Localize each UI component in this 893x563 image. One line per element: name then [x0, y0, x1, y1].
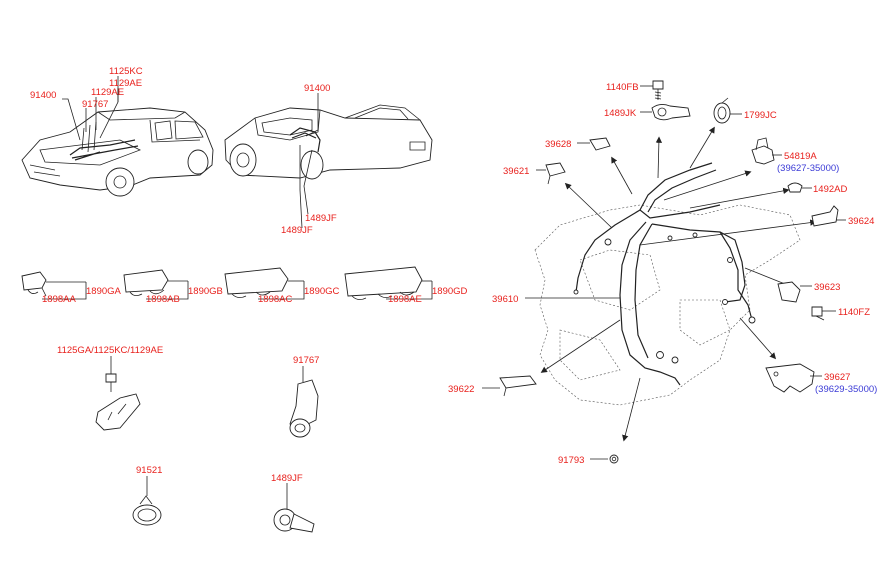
label-1890GD: 1890GD — [432, 286, 468, 297]
label-1890GA: 1890GA — [86, 286, 122, 297]
label-91521: 91521 — [136, 465, 162, 476]
label-1489JF-rear-b: 1489JF — [281, 225, 313, 236]
label-39624: 39624 — [848, 216, 874, 227]
part-91767-clip — [289, 379, 319, 438]
label-39623: 39623 — [814, 282, 840, 293]
part-39624-bracket — [811, 205, 839, 227]
part-91521-clamp — [132, 495, 162, 526]
part-1140FB-bolt — [652, 80, 664, 100]
connector-1890GC — [224, 267, 289, 298]
label-39628: 39628 — [545, 139, 571, 150]
label-1129AE-mid: 1129AE — [91, 87, 124, 98]
connector-1890GB — [123, 269, 169, 296]
part-54819A-bracket — [751, 137, 775, 165]
callout-labels: 91400 1125KC 1129AE 1129AE 91767 91400 1… — [30, 66, 877, 484]
label-1492AD: 1492AD — [813, 184, 847, 195]
label-39627: 39627 — [824, 372, 850, 383]
label-39621: 39621 — [503, 166, 529, 177]
part-1140FZ-bolt — [811, 306, 825, 321]
label-39629-35000: (39629-35000) — [815, 384, 877, 395]
label-91767-loose: 91767 — [293, 355, 319, 366]
connector-1890GA — [21, 271, 47, 297]
part-1799JC-clip — [713, 97, 731, 124]
label-1898AA: 1898AA — [42, 294, 76, 305]
label-1898AC: 1898AC — [258, 294, 292, 305]
part-39623-bracket — [777, 281, 801, 303]
label-1898AE: 1898AE — [388, 294, 422, 305]
label-1890GC: 1890GC — [304, 286, 340, 297]
label-39622: 39622 — [448, 384, 474, 395]
label-1489JK: 1489JK — [604, 108, 637, 119]
label-91767-front: 91767 — [82, 99, 108, 110]
car-front-view — [21, 107, 214, 197]
part-1492AD-clip — [787, 182, 803, 193]
part-1489JK-clamp — [651, 103, 691, 121]
part-39622-bracket — [499, 375, 537, 397]
part-39627-bracket — [765, 363, 815, 393]
wiring-harness — [573, 162, 756, 386]
label-39627-35000: (39627-35000) — [777, 163, 839, 174]
label-91400-rear: 91400 — [304, 83, 330, 94]
label-54819A: 54819A — [784, 151, 817, 162]
part-39628-bracket — [589, 137, 611, 151]
part-39621-bracket — [545, 162, 566, 185]
label-1125GA-group: 1125GA/1125KC/1129AE — [57, 345, 163, 356]
label-1489JF-rear-a: 1489JF — [305, 213, 337, 224]
explode-arrows — [540, 126, 817, 442]
label-1140FZ: 1140FZ — [838, 307, 870, 318]
part-91793-grommet — [609, 454, 619, 464]
label-91793: 91793 — [558, 455, 584, 466]
label-1489JF-loose: 1489JF — [271, 473, 303, 484]
leader-lines — [42, 76, 846, 509]
part-bracket-with-bolt — [95, 373, 141, 431]
label-1129AE-top: 1129AE — [109, 78, 142, 89]
label-1890GB: 1890GB — [188, 286, 223, 297]
transaxle-outline — [534, 204, 801, 406]
part-1489JF-clamp — [273, 508, 315, 533]
label-1140FB: 1140FB — [606, 82, 639, 93]
connector-1890GD — [344, 266, 423, 300]
label-91400-front: 91400 — [30, 90, 56, 101]
label-1125KC: 1125KC — [109, 66, 143, 77]
label-39610: 39610 — [492, 294, 518, 305]
label-1898AB: 1898AB — [146, 294, 180, 305]
car-rear-view — [224, 104, 433, 180]
label-1799JC: 1799JC — [744, 110, 777, 121]
